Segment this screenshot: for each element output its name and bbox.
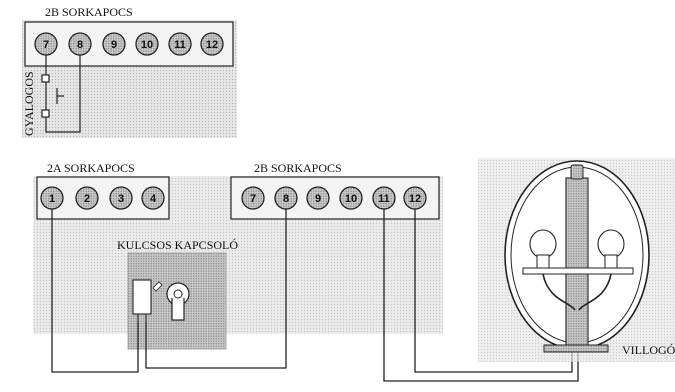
svg-text:12: 12 (206, 39, 218, 51)
terminal-1: 1 (40, 186, 64, 210)
svg-text:1: 1 (49, 193, 55, 205)
terminal-11: 11 (372, 186, 396, 210)
svg-text:8: 8 (283, 193, 289, 205)
terminal-12: 12 (403, 186, 427, 210)
svg-text:10: 10 (345, 193, 357, 205)
svg-text:7: 7 (250, 193, 256, 205)
svg-text:12: 12 (409, 193, 421, 205)
bulb-left-icon (529, 229, 557, 269)
terminal-11: 11 (168, 32, 192, 56)
terminal-4: 4 (141, 186, 165, 210)
key-switch-label: KULCSOS KAPCSOLÓ (117, 238, 238, 252)
top-terminals: 7 8 9 10 11 12 (34, 32, 224, 56)
svg-text:7: 7 (43, 39, 49, 51)
terminal-7: 7 (241, 186, 265, 210)
bulb-right-icon (597, 229, 625, 269)
svg-text:10: 10 (141, 39, 153, 51)
strip-2a-title: 2A SORKAPOCS (47, 161, 135, 175)
svg-text:11: 11 (378, 193, 390, 205)
terminal-10: 10 (339, 186, 363, 210)
gyalogos-label: GYALOGOS (22, 71, 36, 136)
top-terminal-strip (24, 21, 234, 67)
top-strip-title: 2B SORKAPOCS (45, 5, 133, 19)
pushbutton-icon (41, 74, 64, 118)
svg-text:3: 3 (118, 193, 124, 205)
svg-text:9: 9 (111, 39, 117, 51)
top-wires (45, 55, 81, 133)
terminal-2: 2 (75, 186, 99, 210)
strip-2b-terminals: 7 8 9 10 11 12 (241, 186, 427, 210)
terminal-12: 12 (200, 32, 224, 56)
svg-text:11: 11 (174, 39, 186, 51)
terminal-8: 8 (68, 32, 92, 56)
terminal-8: 8 (274, 186, 298, 210)
key-switch (127, 252, 227, 350)
terminal-9: 9 (102, 32, 126, 56)
svg-text:9: 9 (315, 193, 321, 205)
terminal-7: 7 (34, 32, 58, 56)
svg-text:8: 8 (77, 39, 83, 51)
terminal-9: 9 (306, 186, 330, 210)
strip-2b-title: 2B SORKAPOCS (254, 161, 342, 175)
terminal-3: 3 (109, 186, 133, 210)
lock-icon (166, 282, 190, 321)
svg-text:2: 2 (84, 193, 90, 205)
svg-text:4: 4 (150, 193, 157, 205)
lamp-label: VILLOGÓ (622, 343, 675, 357)
flashing-lamp (504, 160, 650, 353)
terminal-10: 10 (135, 32, 159, 56)
strip-2a-terminals: 1 2 3 4 (40, 186, 165, 210)
